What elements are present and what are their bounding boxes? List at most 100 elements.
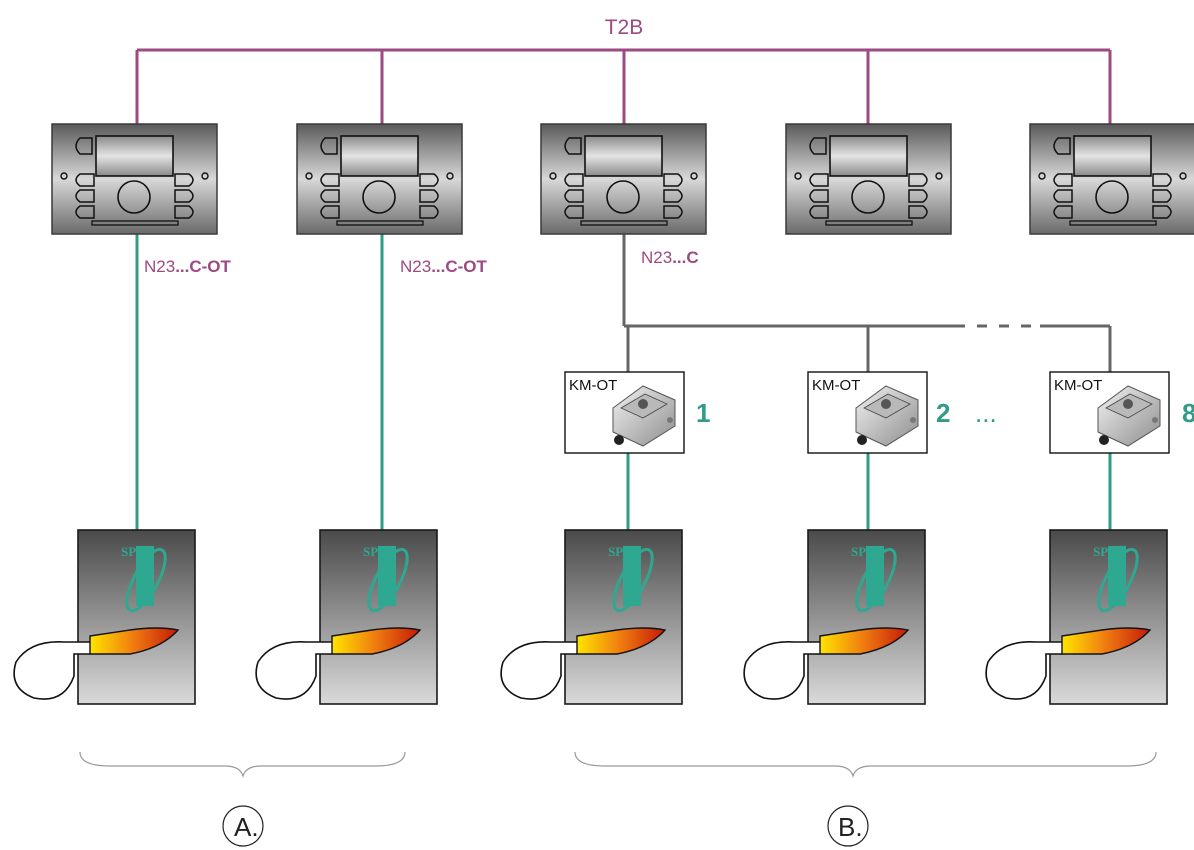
km-device-connector [614,435,624,445]
controller-button-icon[interactable] [75,189,95,203]
controller-button-icon[interactable] [908,189,928,203]
boiler-logo-icon [866,546,884,606]
burner-fan-icon [500,641,577,700]
controller-slot [1069,220,1157,226]
controller-button-icon[interactable] [663,205,683,219]
controller-button-icon[interactable] [1152,189,1172,203]
controller-unit[interactable] [51,123,218,235]
bus-label: T2B [605,16,644,39]
controller-button-icon[interactable] [174,173,194,187]
km-ot-module[interactable]: KM-OT 8 [1049,371,1194,454]
km-ot-number: 2 [936,398,950,428]
controller-screen [829,135,908,177]
controller-button-icon[interactable] [1053,189,1073,203]
flame-icon [89,627,180,655]
boiler: SP [255,529,438,705]
boiler-logo-ring [612,547,654,613]
group-a-label: A. [234,812,259,842]
controller-button-icon[interactable] [75,137,93,155]
km-ot-module[interactable]: KM-OT1 [564,371,710,454]
controller-button-icon[interactable] [908,205,928,219]
km-device-component [638,399,648,409]
km-device-connector [857,435,867,445]
controller-screen [1073,135,1152,177]
led-icon [690,172,698,180]
boiler-logo-text: SP [608,544,623,559]
controller-button-icon[interactable] [1152,205,1172,219]
led-icon [446,172,454,180]
boiler-logo-text: SP [1093,544,1108,559]
km-ot-module[interactable]: KM-OT2 [807,371,950,454]
controller-dial-icon[interactable] [117,180,151,214]
group-braces [79,751,1157,779]
boiler-logo-text: SP [121,544,136,559]
controller-label-1: N23...C-OT [144,257,232,276]
controller-button-icon[interactable] [564,173,584,187]
led-icon [794,172,802,180]
controller-button-icon[interactable] [1053,173,1073,187]
controller-button-icon[interactable] [419,205,439,219]
controller-button-icon[interactable] [419,173,439,187]
led-icon [201,172,209,180]
controller-button-icon[interactable] [663,173,683,187]
boiler-logo-ring [855,547,897,613]
controller-button-icon[interactable] [663,189,683,203]
controller-button-icon[interactable] [809,189,829,203]
controller-button-icon[interactable] [1053,137,1071,155]
controller-button-icon[interactable] [174,205,194,219]
controller-slot [580,220,668,226]
led-icon [549,172,557,180]
boiler-logo-icon [623,546,641,606]
boiler: SP [985,529,1168,705]
km-device-connector [1099,435,1109,445]
boiler-logo-ring [367,547,409,613]
controller-button-icon[interactable] [75,205,95,219]
controller-unit[interactable] [785,123,952,235]
led-icon [305,172,313,180]
controller-button-icon[interactable] [564,205,584,219]
controller-dial-icon[interactable] [1095,180,1129,214]
controller-button-icon[interactable] [419,189,439,203]
controller-unit[interactable] [1029,123,1194,235]
controller-button-icon[interactable] [564,137,582,155]
km-device-component [1123,399,1133,409]
boiler: SP [13,529,196,705]
km-ot-label: KM-OT [1054,377,1102,394]
controller-unit[interactable] [540,123,707,235]
controller-button-icon[interactable] [320,189,340,203]
controller-button-icon[interactable] [809,173,829,187]
controller-slot [336,220,424,226]
km-ot-number: 8 [1182,398,1194,428]
controller-button-icon[interactable] [75,173,95,187]
flame-icon [576,627,667,655]
controller-unit[interactable] [296,123,463,235]
led-icon [60,172,68,180]
burner-fan-icon [743,641,820,700]
controller-button-icon[interactable] [320,173,340,187]
controller-button-icon[interactable] [809,137,827,155]
flame-icon [819,627,910,655]
controller-button-icon[interactable] [564,189,584,203]
controller-button-icon[interactable] [1152,173,1172,187]
group-b-label: B. [838,812,863,842]
km-bus [622,234,1112,372]
boiler-logo-ring [1097,547,1139,613]
ellipsis-label: ... [975,398,997,428]
boiler-logo-icon [136,546,154,606]
controller-button-icon[interactable] [1053,205,1073,219]
km-device-screw [1152,417,1158,423]
controller-slot [825,220,913,226]
controller-button-icon[interactable] [174,189,194,203]
boiler-logo-text: SP [851,544,866,559]
controller-dial-icon[interactable] [606,180,640,214]
controller-button-icon[interactable] [320,137,338,155]
controller-label-2: N23...C-OT [400,257,488,276]
km-ot-number: 1 [696,398,710,428]
controller-dial-icon[interactable] [851,180,885,214]
controller-button-icon[interactable] [809,205,829,219]
controller-dial-icon[interactable] [362,180,396,214]
controller-screen [95,135,174,177]
controller-button-icon[interactable] [908,173,928,187]
controller-button-icon[interactable] [320,205,340,219]
